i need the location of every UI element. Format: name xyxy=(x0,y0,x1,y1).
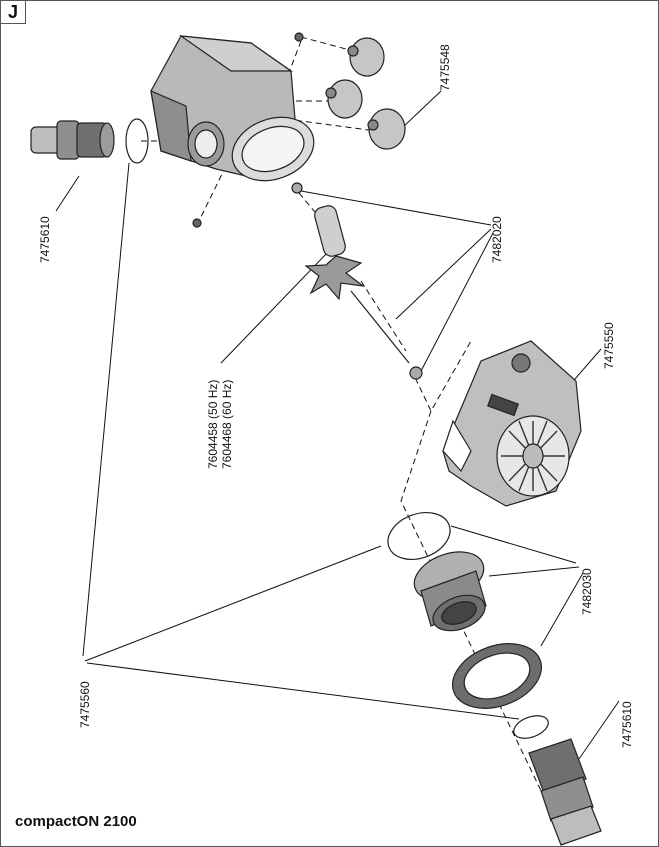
impeller xyxy=(291,182,423,380)
pump-cover xyxy=(442,340,582,507)
label-hose-connector-bottom: 7475610 xyxy=(620,701,634,748)
part-number-labels: 7475548 7475610 7482020 7604458 (50 Hz) … xyxy=(38,44,634,748)
model-name: compactON 2100 xyxy=(15,813,137,830)
label-hose-connector-top: 7475610 xyxy=(38,216,52,263)
label-suction-cups: 7475548 xyxy=(438,44,452,91)
locking-ring xyxy=(451,643,543,709)
section-letter: J xyxy=(1,1,26,24)
label-bearings: 7482020 xyxy=(490,216,504,263)
pump-housing xyxy=(150,32,315,228)
label-outlet-set: 7482030 xyxy=(580,568,594,615)
o-ring-bottom xyxy=(513,715,549,739)
outlet-adapter xyxy=(413,551,487,632)
o-ring-middle xyxy=(387,512,451,560)
o-ring-top xyxy=(125,118,149,164)
label-impeller-50hz: 7604458 (50 Hz) xyxy=(206,380,220,469)
label-o-rings: 7475560 xyxy=(78,681,92,728)
suction-cups xyxy=(325,37,406,150)
hose-connector-bottom xyxy=(528,738,602,846)
label-impeller-60hz: 7604468 (60 Hz) xyxy=(220,380,234,469)
hose-connector-top xyxy=(30,120,115,160)
label-cover: 7475550 xyxy=(602,322,616,369)
